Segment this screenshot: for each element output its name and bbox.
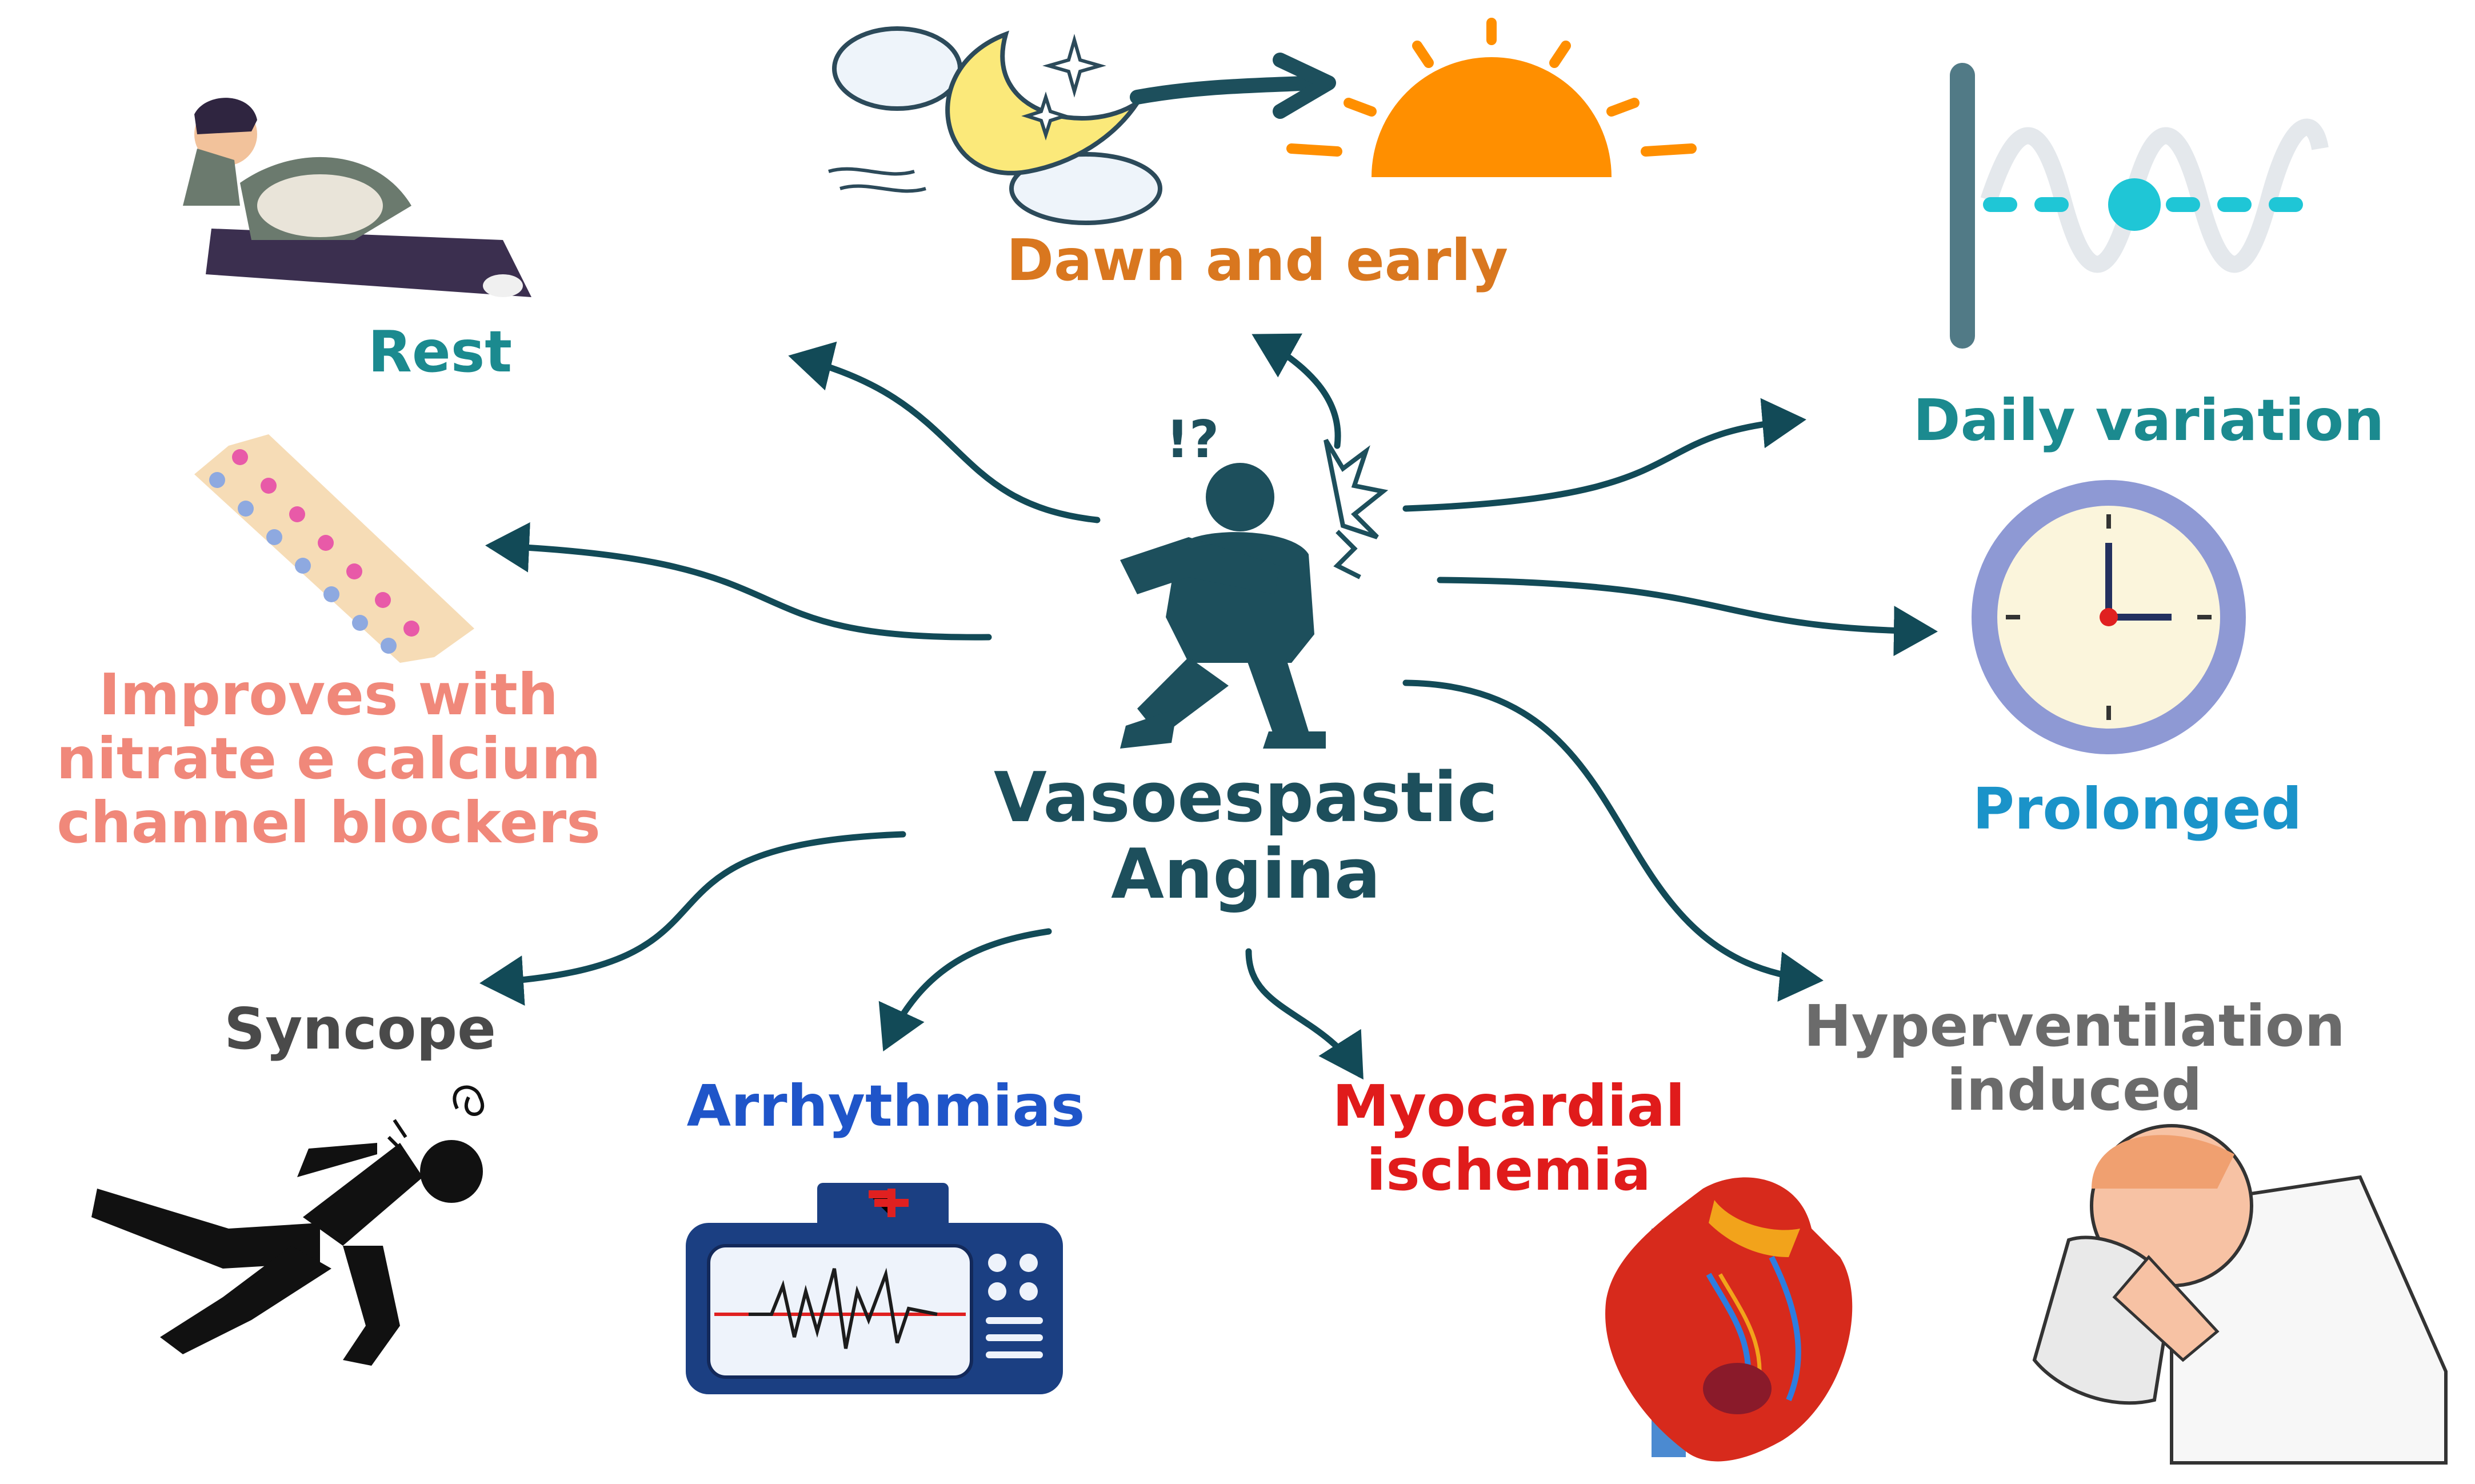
arrow-to-myo — [1245, 948, 1364, 1080]
arrow-to-arr — [878, 928, 1052, 1051]
label-syncope: Syncope — [224, 995, 496, 1062]
label-prolonged: Prolonged — [1972, 775, 2302, 842]
arrow-to-rest — [788, 341, 1101, 523]
pill-blister-icon — [194, 434, 474, 663]
ecg-monitor-icon — [686, 1183, 1063, 1394]
connector-arrows — [479, 333, 1938, 1080]
arrow-to-daily — [1402, 398, 1806, 512]
center-title-line2: Angina — [1111, 835, 1381, 915]
sleeping-person-icon — [183, 98, 531, 297]
label-myo-line2: ischemia — [1366, 1137, 1652, 1203]
label-daily-variation: Daily variation — [1913, 387, 2385, 454]
fainting-person-icon — [91, 1085, 485, 1366]
heart-icon — [1605, 1177, 1853, 1462]
label-nitrate-line1: Improves with — [98, 661, 558, 728]
label-nitrate-line2: nitrate e calcium — [56, 725, 601, 792]
chest-pain-person-icon: !? — [1120, 410, 1389, 749]
label-nitrate-line3: channel blockers — [57, 789, 601, 856]
diagram-center-title: Vasoespastic Angina — [926, 758, 1566, 915]
label-hyperventilation: Hyperventilation induced — [1749, 994, 2400, 1122]
center-title-line1: Vasoespastic — [994, 758, 1498, 838]
label-nitrate: Improves with nitrate e calcium channel … — [6, 663, 651, 855]
svg-text:!?: !? — [1166, 410, 1219, 470]
arrow-to-syncope — [479, 831, 906, 1006]
arrow-to-prolonged — [1437, 577, 1938, 657]
arrow-to-dawn — [1252, 333, 1341, 449]
arrow-to-nitrate — [485, 522, 992, 641]
arrow-to-hyper — [1402, 679, 1824, 1002]
label-rest: Rest — [367, 318, 513, 385]
person-breathing-bag-icon — [2032, 1124, 2448, 1465]
label-arrhythmias: Arrhythmias — [686, 1073, 1085, 1139]
label-myo-line1: Myocardial — [1332, 1073, 1685, 1139]
label-hyper-line2: induced — [1946, 1057, 2202, 1123]
label-myocardial-ischemia: Myocardial ischemia — [1280, 1074, 1737, 1202]
moon-to-sun-icon — [828, 18, 1697, 225]
label-hyper-line1: Hyperventilation — [1804, 993, 2345, 1059]
clock-icon — [1972, 480, 2246, 754]
label-dawn: Dawn and early — [1006, 227, 1509, 294]
waveform-icon — [1950, 63, 2329, 349]
